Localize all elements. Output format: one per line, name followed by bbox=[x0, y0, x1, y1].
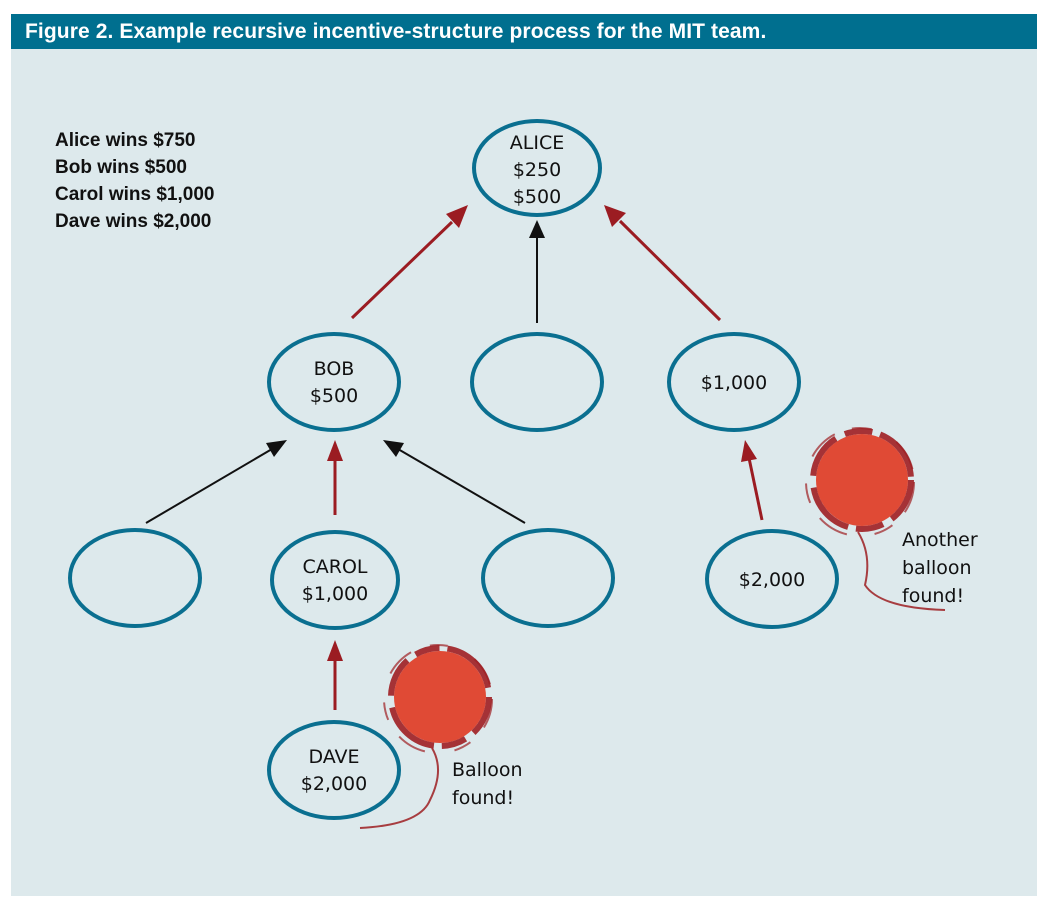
arrow-carolright-to-bob-head bbox=[383, 440, 404, 457]
node-bob: BOB $500 bbox=[267, 332, 401, 432]
note-balloon-found-line-2: found! bbox=[452, 787, 514, 809]
node-right-amount: $1,000 bbox=[701, 372, 767, 394]
arrow-carolright-to-bob bbox=[397, 448, 526, 524]
note-another-line-2: balloon bbox=[902, 557, 972, 579]
winnings-legend: Alice wins $750 Bob wins $500 Carol wins… bbox=[55, 127, 214, 235]
arrow-bob-to-alice bbox=[350, 220, 454, 320]
node-right-child-amount: $2,000 bbox=[739, 569, 805, 591]
arrow-left-to-bob-head bbox=[266, 440, 287, 457]
balloon-dave bbox=[359, 644, 493, 829]
note-another-line-1: Another bbox=[902, 529, 978, 551]
node-alice-amount-2: $500 bbox=[513, 186, 561, 208]
balloon-right bbox=[805, 427, 946, 611]
node-bob-amount: $500 bbox=[310, 385, 358, 407]
arrow-right-to-alice-head bbox=[604, 205, 626, 227]
arrow-middle-to-alice-head bbox=[529, 220, 545, 238]
node-carol-name: CAROL bbox=[302, 556, 367, 578]
arrow-left-to-bob bbox=[145, 448, 273, 524]
legend-bob: Bob wins $500 bbox=[55, 157, 187, 178]
node-dave-amount: $2,000 bbox=[301, 773, 367, 795]
arrow-bob-to-alice-head bbox=[446, 205, 468, 228]
legend-dave: Dave wins $2,000 bbox=[55, 211, 212, 232]
node-right: $1,000 bbox=[667, 332, 801, 432]
node-carol-amount: $1,000 bbox=[302, 583, 368, 605]
node-dave-name: DAVE bbox=[308, 746, 359, 768]
note-balloon-found-line-1: Balloon bbox=[452, 759, 523, 781]
note-another-line-3: found! bbox=[902, 585, 964, 607]
node-carol: CAROL $1,000 bbox=[270, 530, 400, 630]
node-bob-name: BOB bbox=[314, 358, 355, 380]
node-right-child: $2,000 bbox=[705, 529, 839, 629]
legend-carol: Carol wins $1,000 bbox=[55, 184, 215, 205]
note-balloon-found: Balloon found! bbox=[452, 759, 523, 809]
legend-alice: Alice wins $750 bbox=[55, 130, 196, 151]
arrow-dave-to-carol-head bbox=[327, 640, 343, 661]
arrow-rightchild-to-right-head bbox=[741, 440, 757, 462]
figure-title: Figure 2. Example recursive incentive-st… bbox=[11, 14, 1037, 49]
node-middle-empty bbox=[470, 332, 604, 432]
node-alice: ALICE $250 $500 bbox=[472, 119, 602, 217]
arrow-right-to-alice bbox=[618, 219, 722, 322]
arrows bbox=[145, 205, 764, 710]
node-left-empty bbox=[68, 528, 202, 628]
node-alice-amount-1: $250 bbox=[513, 159, 561, 181]
node-dave: DAVE $2,000 bbox=[267, 720, 401, 820]
node-carol-right-empty bbox=[481, 528, 615, 628]
arrow-rightchild-to-right bbox=[747, 457, 764, 521]
node-alice-name: ALICE bbox=[510, 132, 564, 154]
note-another-balloon-found: Another balloon found! bbox=[902, 529, 978, 607]
arrow-carol-to-bob-head bbox=[327, 440, 343, 461]
